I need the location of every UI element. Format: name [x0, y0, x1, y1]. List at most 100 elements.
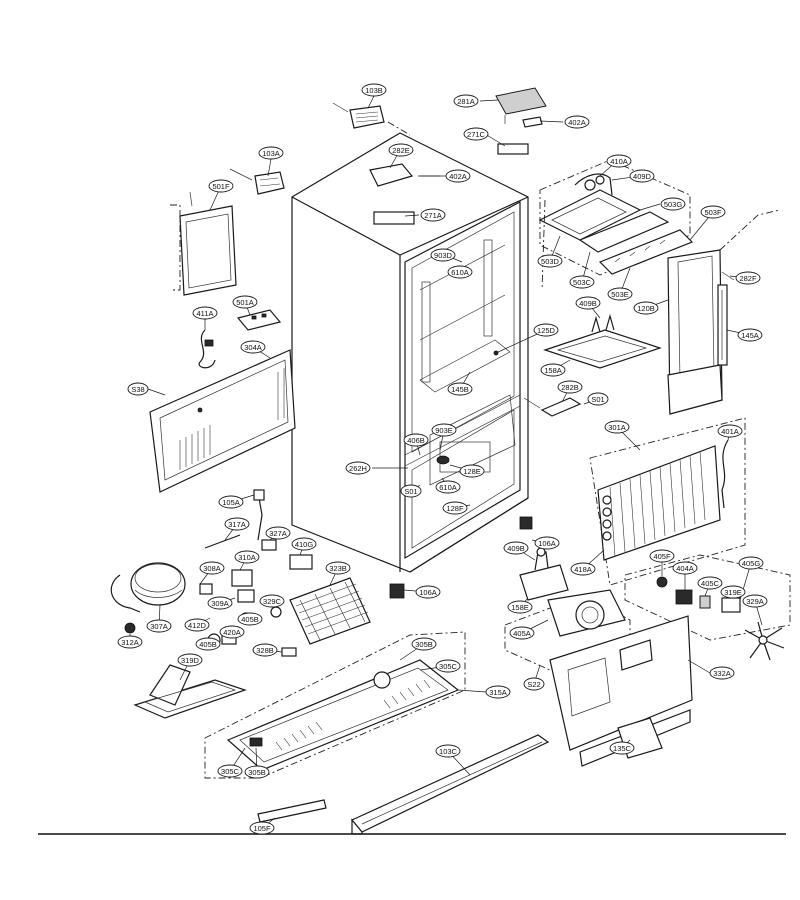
callout-label: 402A	[568, 118, 586, 127]
callout-bubble	[575, 296, 601, 310]
callout-411a: 411A	[192, 306, 218, 320]
callout-bubble	[738, 556, 764, 570]
evaporator-assembly	[589, 417, 746, 586]
callout-bubble	[219, 625, 245, 639]
callout-418a: 418A	[570, 562, 596, 576]
callout-label: 610A	[439, 483, 457, 492]
left-panels	[149, 191, 296, 493]
callout-label: 406B	[407, 436, 425, 445]
callout-s22: S22	[523, 677, 545, 691]
callout-120b: 120B	[633, 301, 659, 315]
callout-bubble	[291, 537, 317, 551]
callout-bubble	[709, 666, 735, 680]
callout-bubble	[411, 637, 437, 651]
callout-105a: 105A	[218, 495, 244, 509]
callout-bubble	[485, 685, 511, 699]
callout-label: 329C	[263, 597, 282, 606]
callout-328b: 328B	[252, 643, 278, 657]
callout-bubble	[224, 517, 250, 531]
callout-bubble	[207, 596, 233, 610]
callout-label: 405B	[241, 615, 259, 624]
callout-bubble	[463, 127, 489, 141]
callout-label: 282F	[739, 274, 757, 283]
callout-bubble	[177, 653, 203, 667]
callout-label: 301A	[608, 423, 626, 432]
callout-501a: 501A	[232, 295, 258, 309]
callout-106a-right: 106A	[534, 536, 560, 550]
callout-501f: 501F	[208, 179, 234, 193]
callout-282b: 282B	[557, 380, 583, 394]
callout-label: 282B	[561, 383, 579, 392]
callout-label: 128F	[446, 504, 464, 513]
callout-bubble	[184, 618, 210, 632]
callout-bubble	[325, 561, 351, 575]
callout-label: 304A	[244, 343, 262, 352]
callout-bubble	[606, 154, 632, 168]
callout-label: 103B	[365, 86, 383, 95]
callout-s01-top: S01	[587, 392, 609, 406]
callout-bubble	[265, 526, 291, 540]
callout-bubble	[345, 461, 371, 475]
callout-503g: 503G	[660, 197, 686, 211]
callout-106a: 106A	[415, 585, 441, 599]
callout-bubble	[540, 363, 566, 377]
callout-bubble	[742, 594, 768, 608]
callout-s38: S38	[127, 382, 149, 396]
callout-404a: 404A	[672, 561, 698, 575]
callout-128f: 128F	[442, 501, 468, 515]
callout-bubble	[403, 433, 429, 447]
callout-409b: 409B	[503, 541, 529, 555]
callout-bubble	[400, 484, 422, 498]
callout-bubble	[607, 287, 633, 301]
callout-bubble	[717, 424, 743, 438]
callout-bubble	[609, 741, 635, 755]
callout-label: 271C	[467, 130, 486, 139]
top-hinge-parts	[229, 87, 547, 195]
ice-dispenser-parts	[523, 159, 735, 417]
callout-332a: 332A	[709, 666, 735, 680]
callout-bubble	[259, 594, 285, 608]
callout-label: 405G	[742, 559, 761, 568]
callout-label: 158E	[511, 603, 529, 612]
callout-319d: 319D	[177, 653, 203, 667]
callout-bubble	[240, 340, 266, 354]
callout-bubble	[735, 271, 761, 285]
callout-bubble	[557, 380, 583, 394]
callout-bubble	[447, 382, 473, 396]
callout-305c-top: 305C	[435, 659, 461, 673]
callout-bubble	[208, 179, 234, 193]
callout-bubble	[258, 146, 284, 160]
callout-label: 405F	[653, 552, 671, 561]
callout-bubble	[218, 495, 244, 509]
callout-label: 903E	[435, 426, 453, 435]
callout-bubble	[570, 562, 596, 576]
callout-bubble	[660, 197, 686, 211]
callout-bubble	[649, 549, 675, 563]
callout-bubble	[737, 328, 763, 342]
callout-271c: 271C	[463, 127, 489, 141]
callout-409b-top: 409B	[575, 296, 601, 310]
callout-bubble	[537, 254, 563, 268]
callout-bubble	[435, 744, 461, 758]
callout-610a-top: 610A	[447, 265, 473, 279]
callout-label: 319E	[724, 588, 742, 597]
callout-310a: 310A	[234, 550, 260, 564]
callout-158e: 158E	[507, 600, 533, 614]
callout-bubble	[604, 420, 630, 434]
callout-label: 503E	[611, 290, 629, 299]
callout-405g: 405G	[738, 556, 764, 570]
callout-label: 128E	[463, 467, 481, 476]
callout-bubble	[523, 677, 545, 691]
callout-312a: 312A	[117, 635, 143, 649]
callout-bubble	[507, 600, 533, 614]
callout-label: 328B	[256, 646, 274, 655]
callout-label: 412D	[188, 621, 207, 630]
callout-412d: 412D	[184, 618, 210, 632]
callout-bubble	[192, 306, 218, 320]
callout-label: 305B	[248, 768, 266, 777]
callout-503d: 503D	[537, 254, 563, 268]
callout-bubble	[217, 764, 243, 778]
callout-503c: 503C	[569, 275, 595, 289]
callout-label: 402A	[449, 172, 467, 181]
callout-bubble	[232, 295, 258, 309]
